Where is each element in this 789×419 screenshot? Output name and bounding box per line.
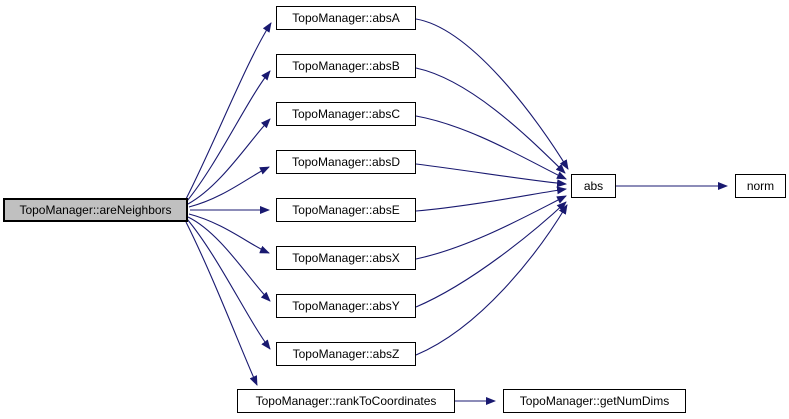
node-topomanager-getnumdims[interactable]: TopoManager::getNumDims [503,389,686,413]
edge-absA-abs [415,18,569,170]
edge-areNeighbors-absA [185,22,272,200]
node-norm[interactable]: norm [735,174,786,198]
edge-areNeighbors-absX [188,213,270,254]
edge-absE-abs [415,186,567,212]
edge-areNeighbors-absC [187,118,271,205]
node-topomanager-abse[interactable]: TopoManager::absE [276,198,416,222]
edge-areNeighbors-absB [186,70,271,202]
edge-absB-abs [415,67,566,174]
edge-areNeighbors-absD [188,166,270,208]
node-topomanager-absz[interactable]: TopoManager::absZ [276,342,416,366]
edge-absC-abs [415,115,567,180]
edge-areNeighbors-rankToCoordinates [185,221,258,386]
edge-absD-abs [415,163,567,188]
edge-absX-abs [415,195,567,260]
node-abs[interactable]: abs [571,174,616,198]
node-topomanager-absc[interactable]: TopoManager::absC [276,102,416,126]
node-topomanager-absa[interactable]: TopoManager::absA [276,6,416,30]
node-topomanager-absx[interactable]: TopoManager::absX [276,246,416,270]
edge-absZ-abs [415,204,568,356]
edge-absY-abs [415,201,567,308]
node-topomanager-areneighbors: TopoManager::areNeighbors [3,198,188,222]
node-topomanager-absy[interactable]: TopoManager::absY [276,294,416,318]
node-topomanager-absd[interactable]: TopoManager::absD [276,150,416,174]
node-topomanager-ranktocoordinates[interactable]: TopoManager::rankToCoordinates [237,389,455,413]
edge-areNeighbors-absY [187,216,271,302]
node-topomanager-absb[interactable]: TopoManager::absB [276,54,416,78]
edge-areNeighbors-absZ [186,218,271,350]
